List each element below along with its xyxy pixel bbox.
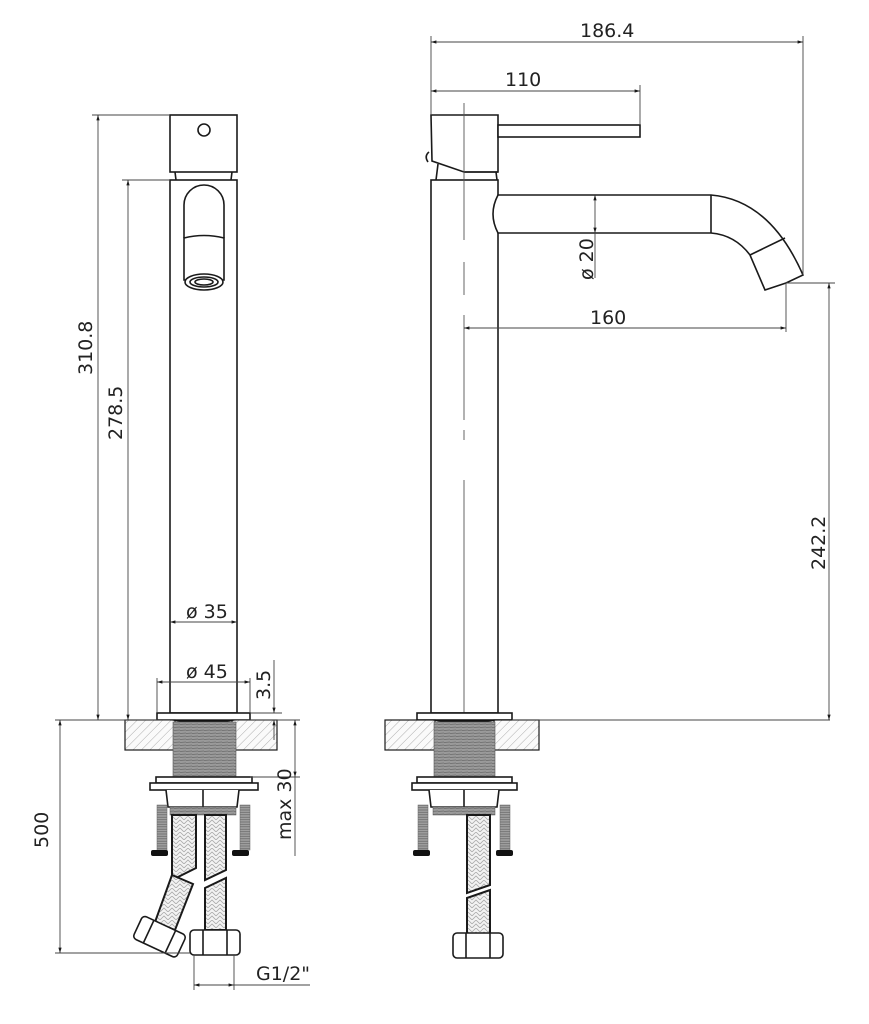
mounting-nut (149, 782, 259, 791)
side-view (384, 103, 830, 959)
threaded-shank (172, 721, 237, 778)
dim-base-thickness: 3.5 (253, 670, 275, 700)
mounting-screw-right (239, 804, 251, 851)
handle-screw-icon (197, 123, 211, 137)
dim-body-diameter: ø 35 (186, 601, 228, 623)
hose-nut-left (132, 915, 187, 958)
side-dimensions: 186.4 110 ø 20 160 242.2 (430, 20, 835, 720)
dim-spout-reach: 160 (590, 307, 626, 329)
dim-overall-reach: 186.4 (580, 20, 634, 42)
hose-left (171, 814, 197, 882)
spout (492, 194, 805, 291)
dim-body-height: 278.5 (105, 386, 127, 440)
dim-max-deck: max 30 (274, 768, 296, 840)
side-hose-nut (452, 932, 504, 959)
dim-spout-diameter: ø 20 (576, 238, 598, 280)
hose-right (204, 814, 227, 882)
dim-base-diameter: ø 45 (186, 661, 228, 683)
dim-hose-length: 500 (31, 812, 53, 848)
front-dimensions: 310.8 278.5 ø 35 ø 45 3.5 max 30 500 G1/… (31, 114, 310, 990)
dim-hose-connection: G1/2" (256, 963, 310, 985)
side-body (430, 179, 499, 714)
dim-handle-length: 110 (505, 69, 541, 91)
front-view (110, 114, 300, 958)
base-ring (156, 712, 251, 721)
dim-spout-outlet-height: 242.2 (808, 516, 830, 570)
dim-overall-height: 310.8 (75, 321, 97, 375)
deck-right (231, 719, 278, 751)
spout-front (183, 184, 225, 238)
handle-lever (497, 124, 641, 138)
side-hose (466, 814, 491, 895)
hose-nut-right (189, 929, 241, 956)
deck-left (124, 719, 176, 751)
mounting-screw-left (156, 804, 168, 851)
side-handle (430, 114, 499, 173)
